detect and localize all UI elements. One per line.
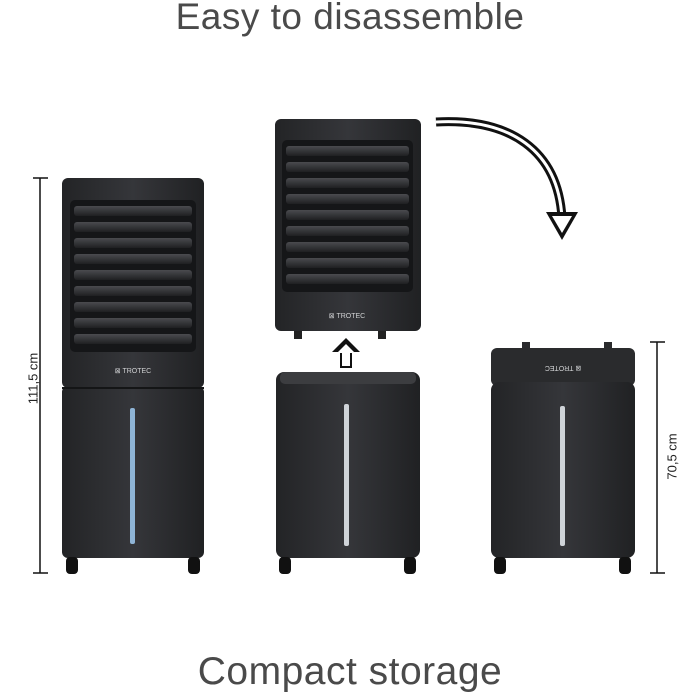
- stored-base-unit: [491, 341, 665, 574]
- curved-arrow-down-icon: [435, 117, 578, 240]
- top-heading: Easy to disassemble: [175, 0, 525, 37]
- air-louvers: [74, 206, 192, 344]
- full-air-cooler: [33, 177, 204, 574]
- full-height-label: 111,5 cm: [25, 352, 41, 405]
- height-dimension-line-full: [33, 177, 48, 574]
- base-height-label: 70,5 cm: [664, 433, 680, 480]
- brand-logo-base: ⊠ TROTEC: [545, 364, 581, 371]
- air-louvers-detached: [286, 146, 409, 284]
- arrow-up-icon: [332, 338, 360, 368]
- brand-logo-full: ⊠ TROTEC: [115, 368, 151, 375]
- brand-logo-top-unit: ⊠ TROTEC: [329, 313, 365, 320]
- water-level-indicator: [130, 408, 135, 544]
- wheels: [66, 557, 200, 574]
- bottom-heading: Compact storage: [197, 650, 503, 693]
- height-dimension-line-base: [650, 341, 665, 574]
- separated-air-cooler: [275, 119, 421, 574]
